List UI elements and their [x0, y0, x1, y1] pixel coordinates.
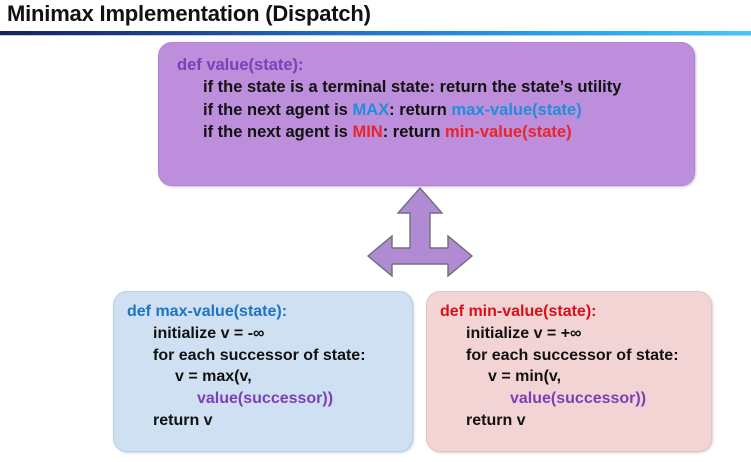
max-value-line-3: value(successor)): [127, 388, 412, 410]
dispatch-signature: def value(state):: [177, 56, 304, 74]
title-underline-shadow: [0, 35, 751, 36]
arrow-svg: [366, 186, 474, 278]
min-value-line-4-seg-0: return v: [466, 411, 526, 429]
min-value-line-0: initialize v = +∞: [440, 323, 711, 345]
max-value-line-4-seg-0: return v: [153, 411, 213, 429]
dispatch-line-1: if the next agent is MAX: return max-val…: [177, 99, 694, 121]
min-value-signature: def min-value(state):: [440, 303, 597, 320]
max-value-body: initialize v = -∞ for each successor of s…: [127, 323, 412, 432]
min-value-line-0-seg-0: initialize v = +∞: [466, 324, 582, 342]
min-value-line-1: for each successor of state:: [440, 345, 711, 367]
max-value-line-1: for each successor of state:: [127, 345, 412, 367]
arrow-path: [366, 186, 474, 278]
dispatch-line-2: if the next agent is MIN: return min-val…: [177, 121, 694, 143]
max-value-code-box: def max-value(state): initialize v = -∞ f…: [113, 291, 413, 452]
max-value-line-1-seg-0: for each successor of state:: [153, 346, 366, 364]
min-value-line-2: v = min(v,: [440, 366, 711, 388]
three-way-dispatch-arrow: [366, 186, 474, 284]
dispatch-line-2-seg-3: min-value(state): [445, 122, 572, 141]
max-value-line-4: return v: [127, 410, 412, 432]
max-value-line-3-seg-0: value(successor)): [197, 390, 334, 408]
title-underline-rule: [0, 31, 751, 35]
dispatch-line-2-seg-0: if the next agent is: [203, 122, 353, 141]
min-value-line-2-seg-0: v = min(v,: [488, 368, 562, 386]
min-value-body: initialize v = +∞ for each successor of s…: [440, 323, 711, 432]
dispatch-line-1-seg-2: : return: [389, 100, 452, 119]
max-value-line-2-seg-0: v = max(v,: [175, 368, 252, 386]
max-value-line-2: v = max(v,: [127, 366, 412, 388]
dispatch-line-2-seg-2: : return: [382, 122, 446, 141]
dispatch-line-1-seg-3: max-value(state): [451, 100, 582, 119]
min-value-line-1-seg-0: for each successor of state:: [466, 346, 679, 364]
min-value-code-box: def min-value(state): initialize v = +∞ f…: [426, 291, 712, 452]
min-value-line-3-seg-0: value(successor)): [510, 390, 647, 408]
max-value-signature: def max-value(state):: [127, 303, 288, 320]
dispatch-line-0: if the state is a terminal state: return…: [177, 76, 694, 98]
dispatch-line-1-seg-1: MAX: [352, 100, 390, 119]
page-title: Minimax Implementation (Dispatch): [7, 1, 371, 26]
dispatch-line-2-seg-1: MIN: [352, 122, 383, 141]
min-value-line-3: value(successor)): [440, 388, 711, 410]
dispatch-code-box: def value(state): if the state is a term…: [158, 42, 695, 186]
min-value-line-4: return v: [440, 410, 711, 432]
dispatch-body: if the state is a terminal state: return…: [177, 76, 694, 143]
dispatch-line-1-seg-0: if the next agent is: [203, 100, 353, 119]
max-value-line-0-seg-0: initialize v = -∞: [153, 324, 265, 342]
dispatch-line-0-seg-0: if the state is a terminal state: return…: [203, 78, 622, 97]
max-value-line-0: initialize v = -∞: [127, 323, 412, 345]
